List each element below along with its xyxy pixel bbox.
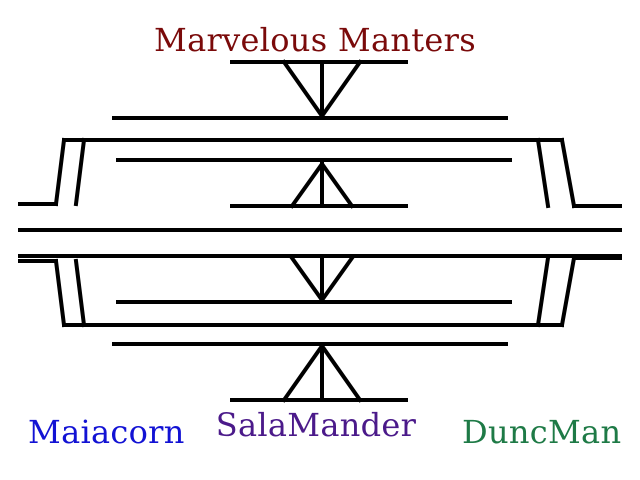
- team-label-duncman: DuncMan: [462, 413, 622, 451]
- left-bracket-outer: [53, 137, 67, 328]
- bracket-lower-fork: [289, 255, 355, 304]
- left-bracket-inner: [73, 137, 87, 328]
- team-label-maiacorn: Maiacorn: [28, 413, 185, 451]
- bracket-upper-fork: [289, 160, 355, 209]
- team-label-salamander: SalaMander: [215, 406, 417, 444]
- right-bracket-outer: [559, 137, 577, 328]
- bracket-top-fork: [281, 59, 363, 120]
- bracket-bottom-fork: [281, 342, 363, 403]
- right-bracket-inner: [535, 137, 551, 328]
- team-label-marvelous-manters: Marvelous Manters: [154, 21, 476, 59]
